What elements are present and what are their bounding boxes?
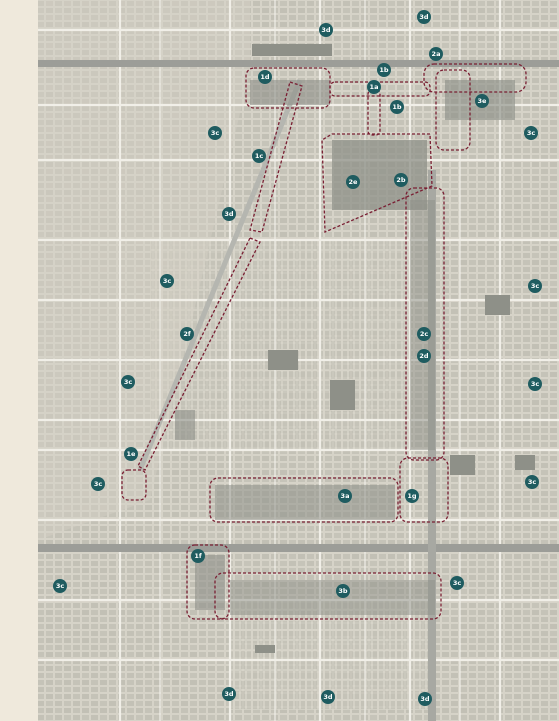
- marker-3c[interactable]: 3c: [208, 126, 222, 140]
- marker-1b[interactable]: 1b: [390, 100, 404, 114]
- marker-label: 3e: [478, 97, 488, 105]
- marker-3c[interactable]: 3c: [525, 475, 539, 489]
- marker-3c[interactable]: 3c: [121, 375, 135, 389]
- boundary-3e-strip: [435, 69, 471, 151]
- marker-3c[interactable]: 3c: [91, 477, 105, 491]
- marker-label: 3c: [531, 282, 540, 290]
- marker-label: 3d: [321, 26, 331, 34]
- marker-label: 3a: [341, 492, 350, 500]
- marker-2a[interactable]: 2a: [429, 47, 443, 61]
- marker-label: 1e: [127, 450, 137, 458]
- marker-label: 3d: [224, 210, 234, 218]
- marker-label: 3d: [420, 695, 430, 703]
- marker-3d[interactable]: 3d: [418, 692, 432, 706]
- marker-3c[interactable]: 3c: [160, 274, 174, 288]
- marker-1b[interactable]: 1b: [377, 63, 391, 77]
- marker-3c[interactable]: 3c: [528, 377, 542, 391]
- marker-label: 3c: [453, 579, 462, 587]
- marker-label: 3c: [124, 378, 133, 386]
- marker-1f[interactable]: 1f: [191, 549, 205, 563]
- marker-3d[interactable]: 3d: [417, 10, 431, 24]
- marker-label: 3c: [163, 277, 172, 285]
- boundary-2b-2e: [321, 133, 433, 233]
- marker-3d[interactable]: 3d: [319, 23, 333, 37]
- marker-label: 1b: [379, 66, 389, 74]
- marker-3a[interactable]: 3a: [338, 489, 352, 503]
- marker-label: 2a: [432, 50, 441, 58]
- marker-1g[interactable]: 1g: [405, 489, 419, 503]
- boundary-1g: [399, 457, 449, 523]
- marker-label: 1c: [255, 152, 264, 160]
- marker-3c[interactable]: 3c: [53, 579, 67, 593]
- marker-3d[interactable]: 3d: [321, 690, 335, 704]
- district-boundaries: [121, 63, 527, 620]
- boundary-1e: [121, 469, 147, 501]
- marker-label: 3c: [528, 478, 537, 486]
- marker-label: 3c: [211, 129, 220, 137]
- marker-1e[interactable]: 1e: [124, 447, 138, 461]
- marker-label: 2b: [396, 176, 406, 184]
- boundary-2f: [137, 237, 261, 471]
- marker-1a[interactable]: 1a: [367, 80, 381, 94]
- marker-label: 2f: [183, 330, 191, 338]
- marker-3d[interactable]: 3d: [222, 687, 236, 701]
- marker-label: 3c: [527, 129, 536, 137]
- boundary-1b: [329, 81, 431, 97]
- marker-2d[interactable]: 2d: [417, 349, 431, 363]
- boundary-3a: [209, 477, 399, 523]
- marker-2c[interactable]: 2c: [417, 327, 431, 341]
- marker-3b[interactable]: 3b: [336, 584, 350, 598]
- marker-3d[interactable]: 3d: [222, 207, 236, 221]
- marker-label: 1d: [260, 73, 270, 81]
- boundary-1c: [249, 81, 303, 233]
- boundary-1f: [186, 544, 230, 620]
- marker-2b[interactable]: 2b: [394, 173, 408, 187]
- marker-3c[interactable]: 3c: [450, 576, 464, 590]
- boundary-2c-2d: [405, 187, 445, 461]
- marker-label: 1g: [407, 492, 417, 500]
- marker-1c[interactable]: 1c: [252, 149, 266, 163]
- buildings: [175, 44, 535, 653]
- boundary-2a: [423, 63, 527, 93]
- map-markers: 3d 3d 2a 1d 1b 1a 1b 3e 3c 3c 1c 2e 2b 3…: [53, 10, 542, 706]
- marker-label: 2c: [420, 330, 429, 338]
- boundary-1d: [245, 67, 331, 109]
- marker-label: 3d: [419, 13, 429, 21]
- marker-2f[interactable]: 2f: [180, 327, 194, 341]
- marker-1d[interactable]: 1d: [258, 70, 272, 84]
- marker-label: 1f: [194, 552, 202, 560]
- marker-label: 3c: [56, 582, 65, 590]
- marker-3c[interactable]: 3c: [528, 279, 542, 293]
- marker-label: 1b: [392, 103, 402, 111]
- marker-label: 3d: [323, 693, 333, 701]
- marker-3c[interactable]: 3c: [524, 126, 538, 140]
- marker-label: 2d: [419, 352, 429, 360]
- marker-label: 3c: [531, 380, 540, 388]
- marker-label: 3c: [94, 480, 103, 488]
- boundary-3b: [214, 572, 442, 620]
- marker-label: 3d: [224, 690, 234, 698]
- marker-label: 2e: [349, 178, 359, 186]
- marker-label: 3b: [338, 587, 348, 595]
- marker-label: 1a: [370, 83, 379, 91]
- marker-2e[interactable]: 2e: [346, 175, 360, 189]
- marker-3e[interactable]: 3e: [475, 94, 489, 108]
